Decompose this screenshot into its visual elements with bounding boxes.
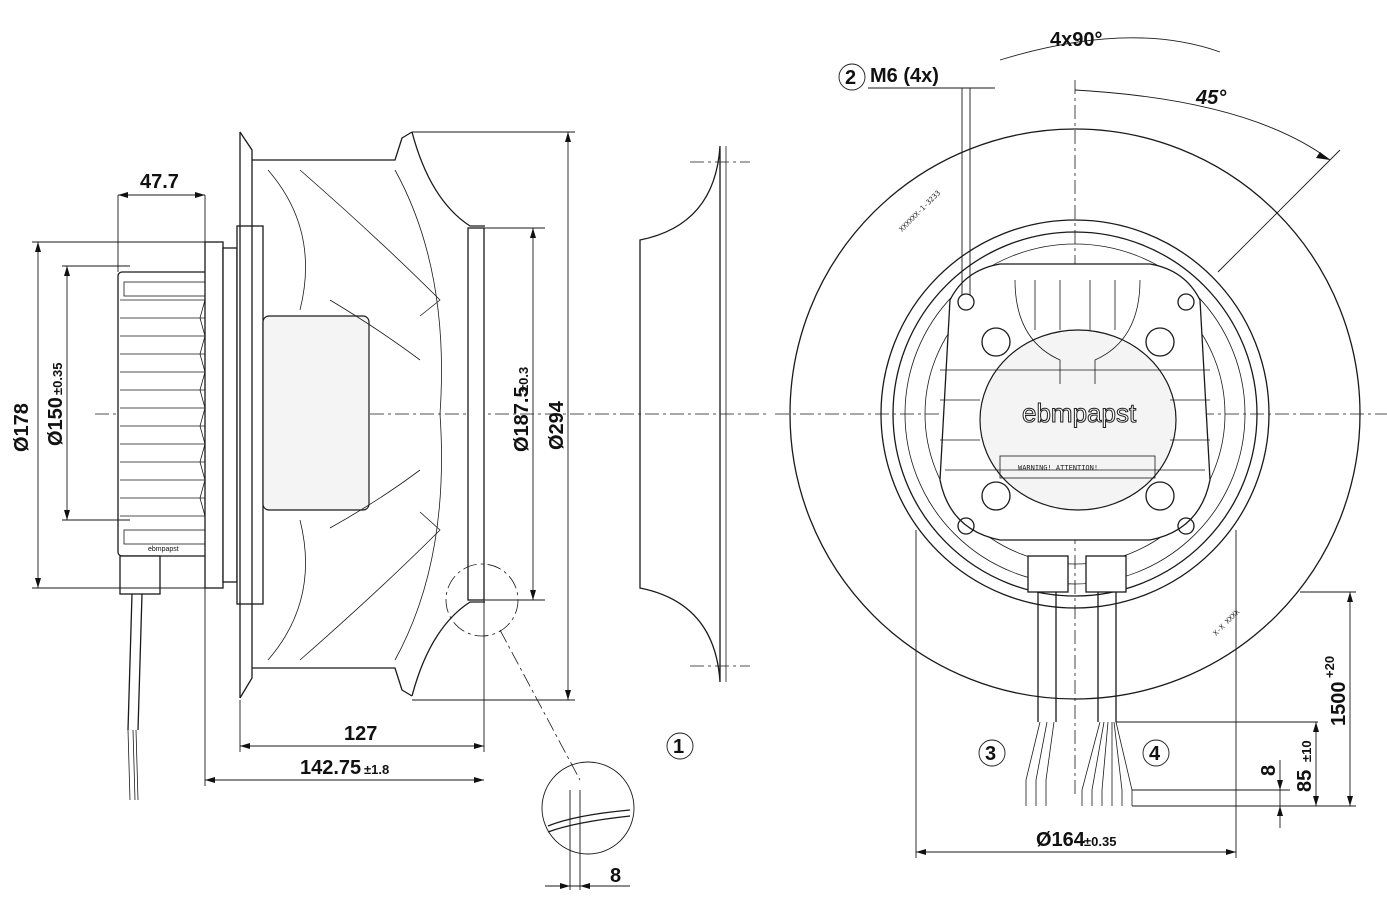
callout-cable-power: 3 (985, 743, 996, 765)
callout-cable-control: 4 (1149, 743, 1161, 765)
motor-logo: ebmpapst (148, 546, 179, 553)
warning-label: WARNING! ATTENTION! (1018, 464, 1098, 472)
callout-thread: 2 (845, 67, 856, 89)
dim-bolt-circle: Ø164 (1036, 829, 1086, 851)
part-label: XXXXXX-1-3233 (898, 189, 942, 233)
dim-inlet-dia: Ø187.5 (511, 386, 533, 452)
dim-impeller-dia: Ø294 (546, 400, 568, 450)
inlet-ring-view: 1 (639, 145, 750, 760)
dim-overall-tol: ±1.8 (364, 762, 389, 777)
front-logo: ebmpapst (1022, 398, 1137, 428)
detail-view: 8 (445, 563, 635, 890)
angle-pattern: 4x90° (1050, 29, 1103, 51)
dim-motor-width: 47.7 (140, 171, 179, 193)
thread-label: M6 (4x) (870, 65, 939, 87)
dim-cable-tol: +20 (1322, 656, 1337, 678)
dim-wire: 85 (1294, 770, 1316, 792)
dim-strip: 8 (1258, 765, 1280, 776)
dim-length: 127 (344, 723, 377, 745)
front-view: ebmpapst WARNING! ATTENTION! XXXXXX-1-32… (775, 29, 1387, 858)
dim-bolt-tol: ±0.35 (1084, 834, 1116, 849)
angle-offset: 45° (1195, 87, 1227, 109)
serial-label: X-X XXXX (1212, 607, 1242, 637)
dim-housing-dia: Ø178 (11, 403, 33, 452)
callout-inlet-ring: 1 (673, 736, 684, 758)
dim-flange-dia: Ø150 (45, 397, 67, 446)
dim-lip: 8 (610, 865, 621, 887)
dim-flange-tol: ±0.35 (50, 363, 65, 395)
dim-wire-tol: ±10 (1299, 740, 1314, 762)
side-view: ebmpapst 47.7 Ø178 Ø150 ±0.35 Ø187.5 ±0.… (11, 131, 770, 801)
dim-inlet-tol: ±0.3 (516, 367, 531, 392)
dim-overall: 142.75 (300, 757, 361, 779)
dim-cable-length: 1500 (1328, 682, 1350, 727)
